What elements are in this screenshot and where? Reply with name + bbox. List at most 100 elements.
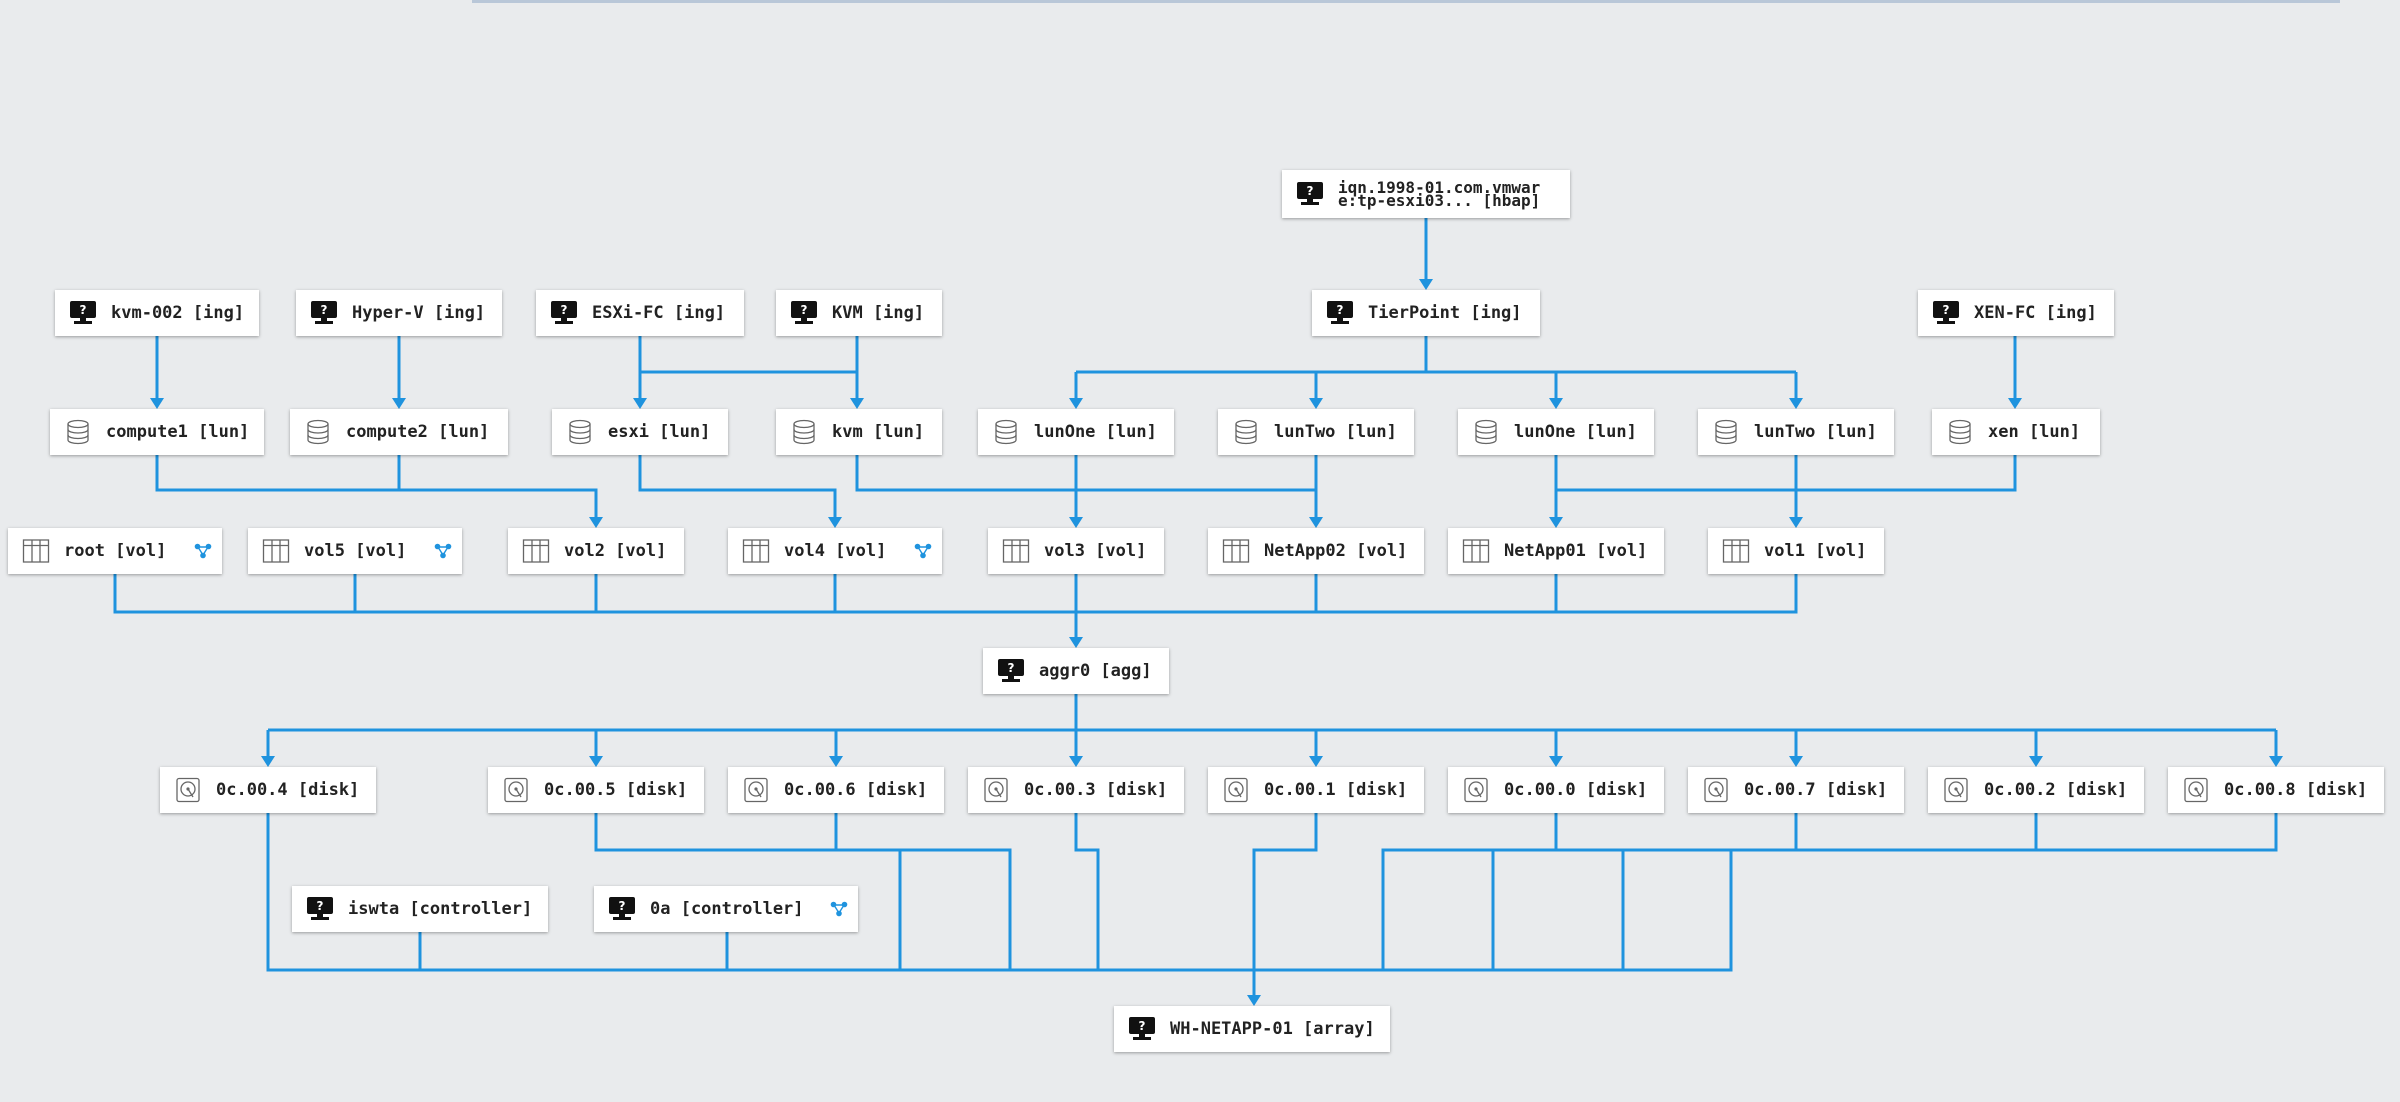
node-disk-0c-00-0[interactable]: 0c.00.0 [disk]	[1448, 767, 1664, 813]
node-disk-0c-00-4[interactable]: 0c.00.4 [disk]	[160, 767, 376, 813]
node-0a-controller[interactable]: ? 0a [controller]	[594, 886, 858, 932]
node-luntwo-lun-1[interactable]: lunTwo [lun]	[1218, 409, 1414, 455]
svg-text:?: ?	[801, 303, 808, 317]
node-vol1-vol[interactable]: vol1 [vol]	[1708, 528, 1884, 574]
volume-grid-icon	[1002, 537, 1030, 565]
node-root-vol[interactable]: root [vol]	[8, 528, 222, 574]
node-label: kvm [lun]	[832, 422, 925, 442]
node-compute2-lun[interactable]: compute2 [lun]	[290, 409, 508, 455]
unknown-host-icon: ?	[997, 657, 1025, 685]
node-label: compute1 [lun]	[106, 422, 250, 442]
node-label: lunTwo [lun]	[1274, 422, 1397, 442]
node-kvm-002[interactable]: ? kvm-002 [ing]	[55, 290, 259, 336]
volume-grid-icon	[22, 537, 50, 565]
database-icon	[64, 418, 92, 446]
node-label: NetApp02 [vol]	[1264, 541, 1408, 561]
node-disk-0c-00-8[interactable]: 0c.00.8 [disk]	[2168, 767, 2384, 813]
share-icon[interactable]	[900, 543, 932, 559]
node-label: compute2 [lun]	[346, 422, 490, 442]
node-xen-fc[interactable]: ? XEN-FC [ing]	[1918, 290, 2114, 336]
node-label: 0c.00.8 [disk]	[2224, 780, 2368, 800]
database-icon	[992, 418, 1020, 446]
node-disk-0c-00-1[interactable]: 0c.00.1 [disk]	[1208, 767, 1424, 813]
disk-icon	[1462, 776, 1490, 804]
database-icon	[1472, 418, 1500, 446]
node-netapp01-vol[interactable]: NetApp01 [vol]	[1448, 528, 1664, 574]
share-icon[interactable]	[180, 543, 212, 559]
node-label: vol1 [vol]	[1764, 541, 1867, 561]
unknown-host-icon: ?	[1128, 1015, 1156, 1043]
svg-text:?: ?	[1139, 1019, 1146, 1033]
unknown-host-icon: ?	[69, 299, 97, 327]
node-label: esxi [lun]	[608, 422, 711, 442]
top-divider-bar	[472, 0, 2340, 3]
unknown-host-icon: ?	[310, 299, 338, 327]
node-xen-lun[interactable]: xen [lun]	[1932, 409, 2100, 455]
node-label: 0c.00.1 [disk]	[1264, 780, 1408, 800]
node-compute1-lun[interactable]: compute1 [lun]	[50, 409, 264, 455]
node-lunone-lun-1[interactable]: lunOne [lun]	[978, 409, 1174, 455]
node-vol5-vol[interactable]: vol5 [vol]	[248, 528, 462, 574]
node-netapp02-vol[interactable]: NetApp02 [vol]	[1208, 528, 1424, 574]
svg-text:?: ?	[1943, 303, 1950, 317]
node-vol2-vol[interactable]: vol2 [vol]	[508, 528, 684, 574]
unknown-host-icon: ?	[1296, 180, 1324, 208]
node-label: vol2 [vol]	[564, 541, 667, 561]
node-luntwo-lun-2[interactable]: lunTwo [lun]	[1698, 409, 1894, 455]
node-label: 0c.00.7 [disk]	[1744, 780, 1888, 800]
node-esxi-fc[interactable]: ? ESXi-FC [ing]	[536, 290, 744, 336]
node-kvm-lun[interactable]: kvm [lun]	[776, 409, 942, 455]
svg-text:?: ?	[561, 303, 568, 317]
database-icon	[1946, 418, 1974, 446]
node-label: iswta [controller]	[348, 899, 533, 919]
unknown-host-icon: ?	[1932, 299, 1960, 327]
node-lunone-lun-2[interactable]: lunOne [lun]	[1458, 409, 1654, 455]
node-label: root [vol]	[64, 541, 167, 561]
volume-grid-icon	[1722, 537, 1750, 565]
node-disk-0c-00-3[interactable]: 0c.00.3 [disk]	[968, 767, 1184, 813]
disk-icon	[502, 776, 530, 804]
node-label: 0c.00.0 [disk]	[1504, 780, 1648, 800]
node-label: lunOne [lun]	[1034, 422, 1157, 442]
disk-icon	[1702, 776, 1730, 804]
node-wh-netapp-01-array[interactable]: ? WH-NETAPP-01 [array]	[1114, 1006, 1390, 1052]
node-tierpoint[interactable]: ? TierPoint [ing]	[1312, 290, 1540, 336]
node-label: 0c.00.6 [disk]	[784, 780, 928, 800]
node-vol4-vol[interactable]: vol4 [vol]	[728, 528, 942, 574]
node-kvm-ing[interactable]: ? KVM [ing]	[776, 290, 942, 336]
node-label: ESXi-FC [ing]	[592, 303, 726, 323]
node-aggr0-agg[interactable]: ? aggr0 [agg]	[983, 648, 1169, 694]
node-label: XEN-FC [ing]	[1974, 303, 2097, 323]
node-label: WH-NETAPP-01 [array]	[1170, 1019, 1375, 1039]
unknown-host-icon: ?	[608, 895, 636, 923]
node-disk-0c-00-6[interactable]: 0c.00.6 [disk]	[728, 767, 944, 813]
share-icon[interactable]	[816, 901, 848, 917]
node-label: NetApp01 [vol]	[1504, 541, 1648, 561]
volume-grid-icon	[522, 537, 550, 565]
unknown-host-icon: ?	[790, 299, 818, 327]
node-hyper-v[interactable]: ? Hyper-V [ing]	[296, 290, 502, 336]
node-label: 0c.00.5 [disk]	[544, 780, 688, 800]
svg-text:?: ?	[619, 899, 626, 913]
share-icon[interactable]	[420, 543, 452, 559]
unknown-host-icon: ?	[1326, 299, 1354, 327]
node-esxi-lun[interactable]: esxi [lun]	[552, 409, 728, 455]
node-label: 0c.00.4 [disk]	[216, 780, 360, 800]
database-icon	[566, 418, 594, 446]
disk-icon	[742, 776, 770, 804]
disk-icon	[174, 776, 202, 804]
node-label: kvm-002 [ing]	[111, 303, 245, 323]
svg-text:?: ?	[1008, 661, 1015, 675]
database-icon	[1712, 418, 1740, 446]
node-label: aggr0 [agg]	[1039, 661, 1152, 681]
svg-text:?: ?	[1337, 303, 1344, 317]
database-icon	[304, 418, 332, 446]
node-disk-0c-00-7[interactable]: 0c.00.7 [disk]	[1688, 767, 1904, 813]
node-iqn-hbap[interactable]: ? iqn.1998-01.com.vmware:tp-esxi03... [h…	[1282, 170, 1570, 218]
node-disk-0c-00-2[interactable]: 0c.00.2 [disk]	[1928, 767, 2144, 813]
disk-icon	[982, 776, 1010, 804]
node-vol3-vol[interactable]: vol3 [vol]	[988, 528, 1164, 574]
node-disk-0c-00-5[interactable]: 0c.00.5 [disk]	[488, 767, 704, 813]
disk-icon	[1222, 776, 1250, 804]
node-iswta-controller[interactable]: ? iswta [controller]	[292, 886, 548, 932]
